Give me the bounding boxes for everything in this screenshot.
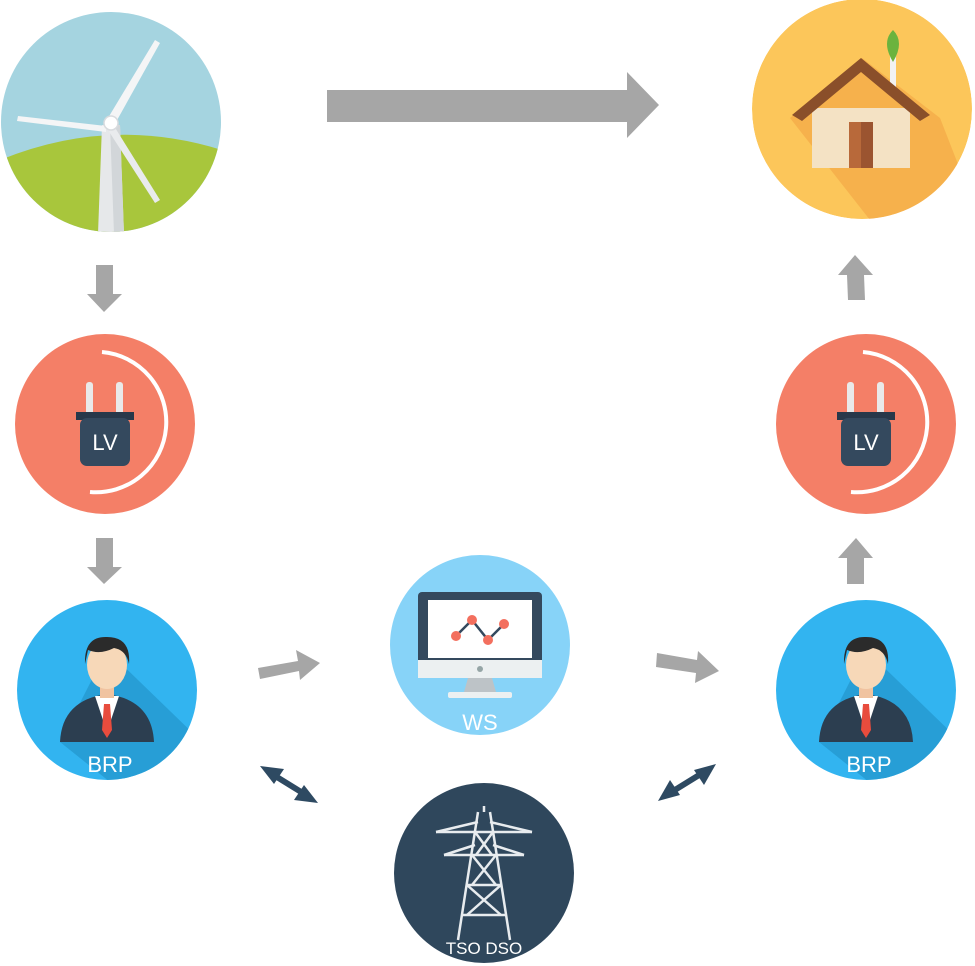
tso-dso-label: TSO DSO <box>446 939 523 958</box>
arrow-brp-to-ws <box>258 650 320 680</box>
lv-right-node: LV <box>776 334 956 514</box>
brp-right-node: BRP <box>776 600 956 780</box>
house-icon <box>752 0 972 219</box>
power-pylon-icon <box>435 806 533 941</box>
brp-left-node: BRP <box>17 600 197 780</box>
wind-turbine-node <box>1 12 221 232</box>
plug-icon <box>837 350 930 495</box>
arrow-brp-tso-right <box>658 764 716 801</box>
arrow-ws-to-brp <box>656 651 719 683</box>
ws-label: WS <box>462 710 497 735</box>
brp-right-label: BRP <box>846 752 891 777</box>
arrow-wind-to-lv <box>87 265 122 312</box>
arrow-lv-to-brp <box>87 538 122 584</box>
plug-icon <box>76 350 169 495</box>
arrow-lv-to-house <box>838 255 873 300</box>
lv-right-label: LV <box>853 430 879 455</box>
lv-left-label: LV <box>92 430 118 455</box>
house-node <box>752 0 972 219</box>
brp-left-label: BRP <box>87 752 132 777</box>
monitor-chart-icon <box>418 592 542 698</box>
wind-turbine-icon <box>1 12 221 232</box>
arrow-wind-to-house <box>327 72 659 138</box>
arrow-brp-to-lv <box>838 538 873 584</box>
tso-dso-node: TSO DSO <box>394 783 574 963</box>
person-icon <box>819 636 956 780</box>
person-icon <box>60 636 197 780</box>
ws-node: WS <box>390 555 570 735</box>
arrow-brp-tso-left <box>260 766 318 803</box>
lv-left-node: LV <box>15 334 195 514</box>
